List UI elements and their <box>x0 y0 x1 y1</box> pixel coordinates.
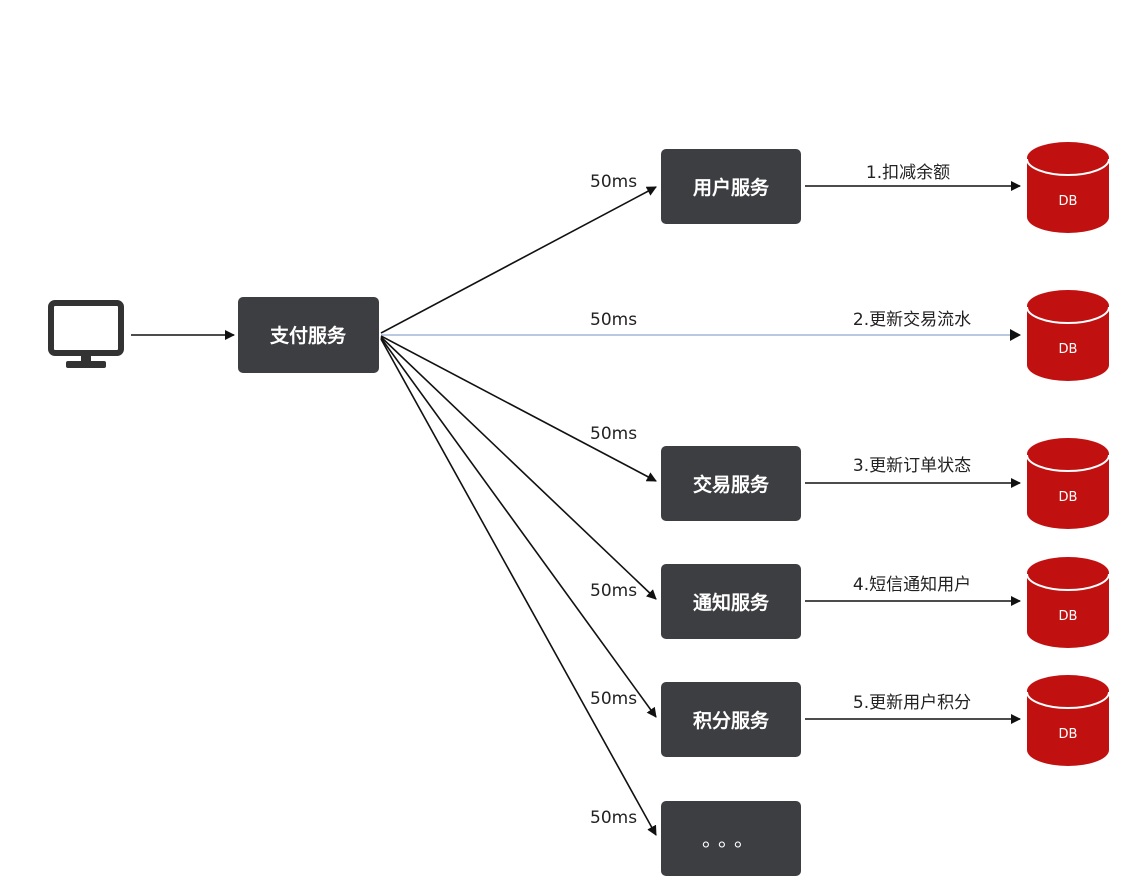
db-cylinder-2: DB <box>1026 290 1110 381</box>
db-cylinder-3: DB <box>1026 438 1110 529</box>
payment-to-points-arrow <box>380 337 657 718</box>
latency-trade-label: 50ms <box>590 424 637 444</box>
db-label-4: DB <box>1059 609 1078 624</box>
user-service-label: 用户服务 <box>693 176 770 199</box>
payment-to-trade-arrow <box>380 335 657 482</box>
notify-service-box: 通知服务 <box>661 564 801 639</box>
trade-service-label: 交易服务 <box>693 473 770 496</box>
points-service-label: 积分服务 <box>693 709 770 732</box>
user-service-box: 用户服务 <box>661 149 801 224</box>
payment-service-box: 支付服务 <box>238 297 379 373</box>
trade-service-box: 交易服务 <box>661 446 801 521</box>
db-label-3: DB <box>1059 490 1078 505</box>
monitor-icon <box>48 300 124 368</box>
more-service-box: 。。。 <box>661 801 801 876</box>
db-cylinder-5: DB <box>1026 675 1110 766</box>
operation-1-label: 1.扣减余额 <box>866 163 950 183</box>
payment-to-more-arrow <box>380 338 657 836</box>
payment-to-user-arrow <box>380 186 657 334</box>
flow-arrowhead <box>1010 329 1021 341</box>
latency-notify-label: 50ms <box>590 581 637 601</box>
operation-3-label: 3.更新订单状态 <box>853 456 971 476</box>
operation-5-label: 5.更新用户积分 <box>853 693 971 713</box>
latency-flow-label: 50ms <box>590 310 637 330</box>
latency-user-label: 50ms <box>590 172 637 192</box>
db-label-1: DB <box>1059 194 1078 209</box>
payment-service-label: 支付服务 <box>269 324 347 347</box>
points-service-box: 积分服务 <box>661 682 801 757</box>
db-label-5: DB <box>1059 727 1078 742</box>
operation-4-label: 4.短信通知用户 <box>853 575 971 595</box>
db-cylinder-4: DB <box>1026 557 1110 648</box>
payment-to-notify-arrow <box>380 336 657 600</box>
db-cylinder-1: DB <box>1026 142 1110 233</box>
latency-points-label: 50ms <box>590 689 637 709</box>
latency-more-label: 50ms <box>590 808 637 828</box>
db-label-2: DB <box>1059 342 1078 357</box>
operation-2-label: 2.更新交易流水 <box>853 310 971 330</box>
more-service-label: 。。。 <box>702 827 760 851</box>
notify-service-label: 通知服务 <box>693 591 770 614</box>
